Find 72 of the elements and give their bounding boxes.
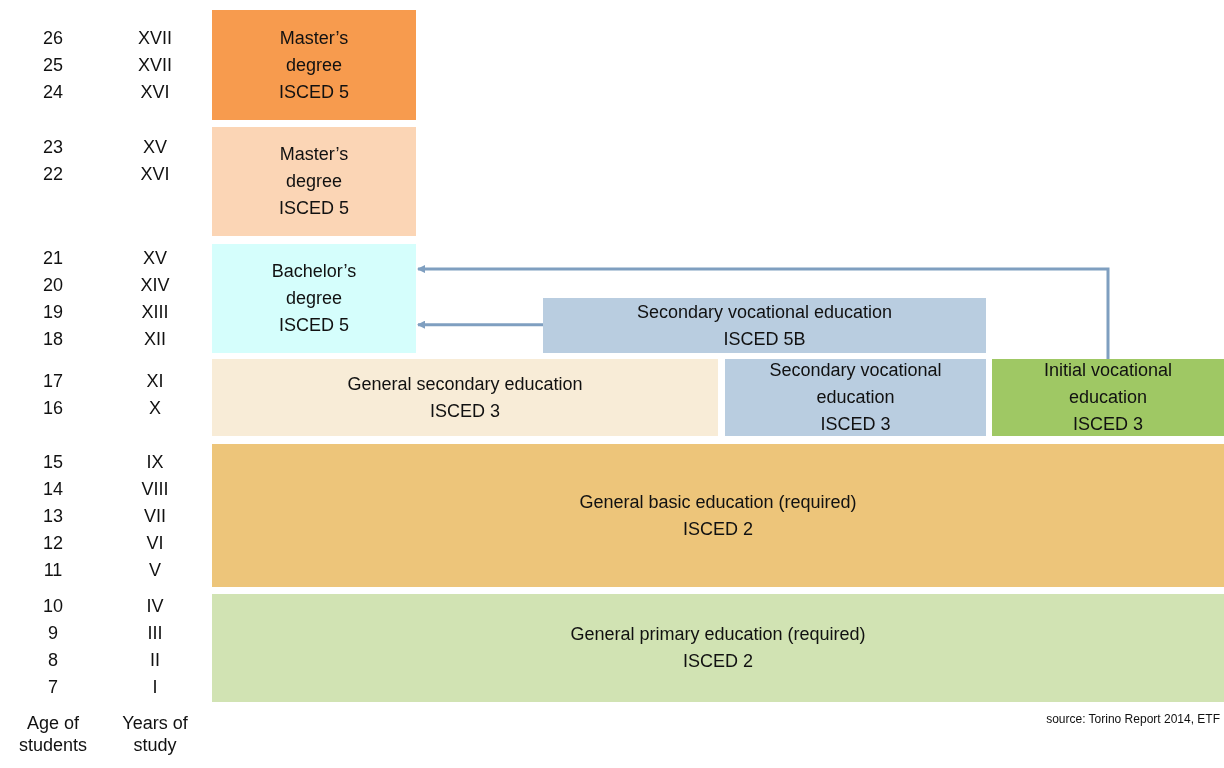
arrow <box>417 320 543 329</box>
degree-block <box>212 244 416 353</box>
age-label: 10 <box>42 595 64 617</box>
education-block <box>212 444 1224 587</box>
study-year-label: XV <box>142 136 168 158</box>
age-label: 20 <box>42 274 64 296</box>
education-block <box>725 359 986 436</box>
block-text: General secondary education <box>347 372 583 396</box>
age-label: 25 <box>42 54 64 76</box>
education-block <box>543 298 986 353</box>
block-text: Secondary vocational education <box>636 300 893 324</box>
age-label: 17 <box>42 370 64 392</box>
education-block <box>212 359 718 436</box>
degree-block <box>212 10 416 120</box>
arrow <box>417 265 1110 359</box>
age-label: 9 <box>47 622 59 644</box>
block-text: ISCED 3 <box>1073 413 1143 436</box>
age-label: 22 <box>42 163 64 185</box>
study-year-label: VII <box>143 505 167 527</box>
block-text: General primary education (required) <box>570 623 866 646</box>
study-year-label: XVI <box>139 163 171 185</box>
study-year-label: III <box>146 622 164 644</box>
study-year-label: XIV <box>139 274 171 296</box>
source-note: source: Torino Report 2014, ETF <box>1046 711 1220 728</box>
block-text: ISCED 5 <box>279 197 349 220</box>
block-text: ISCED 5 <box>279 314 349 337</box>
degree-block <box>212 127 416 236</box>
study-year-label: I <box>151 676 159 698</box>
study-year-label: IV <box>145 595 165 617</box>
study-year-label: X <box>148 397 162 419</box>
block-text: Initial vocational education <box>1042 359 1174 409</box>
age-label: 13 <box>42 505 64 527</box>
education-block <box>212 594 1224 702</box>
age-label: 16 <box>42 397 64 419</box>
block-text: ISCED 2 <box>683 517 753 541</box>
age-label: 19 <box>42 301 64 323</box>
age-label: 26 <box>42 27 64 49</box>
block-text: ISCED 3 <box>820 413 891 436</box>
study-year-label: XV <box>142 247 168 269</box>
block-text: ISCED 3 <box>430 399 500 423</box>
age-label: 23 <box>42 136 64 158</box>
study-year-label: XVI <box>139 81 171 103</box>
block-text: Bachelor’s degree <box>270 260 358 310</box>
age-label: 18 <box>42 328 64 350</box>
axis-caption: Age of students <box>18 712 88 756</box>
age-label: 15 <box>42 451 64 473</box>
axis-caption: Years of study <box>121 712 189 756</box>
study-year-label: VIII <box>140 478 170 500</box>
block-text: Master’s degree <box>278 143 350 193</box>
age-label: 11 <box>42 559 64 581</box>
age-label: 12 <box>42 532 64 554</box>
study-year-label: VI <box>145 532 165 554</box>
block-text: Secondary vocational education <box>768 359 943 409</box>
age-label: 14 <box>42 478 64 500</box>
age-label: 24 <box>42 81 64 103</box>
block-text: Master’s degree <box>278 26 350 77</box>
education-block <box>992 359 1224 436</box>
study-year-label: XIII <box>140 301 170 323</box>
study-year-label: XVII <box>137 27 173 49</box>
block-text: ISCED 2 <box>683 650 753 673</box>
study-year-label: XII <box>143 328 167 350</box>
study-year-label: II <box>149 649 161 671</box>
study-year-label: V <box>148 559 162 581</box>
block-text: ISCED 5 <box>279 80 349 104</box>
block-text: ISCED 5B <box>723 327 806 351</box>
age-label: 21 <box>42 247 64 269</box>
study-year-label: IX <box>145 451 165 473</box>
block-text: General basic education (required) <box>579 490 857 514</box>
study-year-label: XI <box>145 370 165 392</box>
age-label: 8 <box>47 649 59 671</box>
age-label: 7 <box>47 676 59 698</box>
study-year-label: XVII <box>137 54 173 76</box>
